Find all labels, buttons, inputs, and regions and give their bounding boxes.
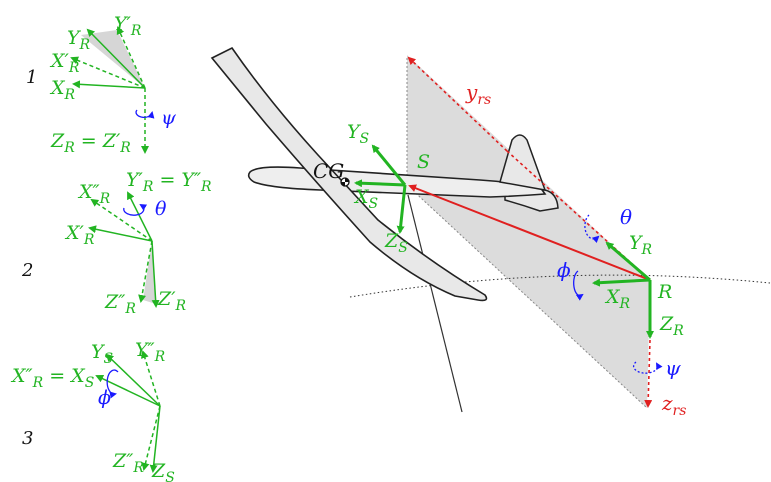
- cg-label: CG: [313, 159, 344, 183]
- step-2-yr-equation: Y′R = Y″R: [126, 169, 212, 195]
- z-rs-axis: [644, 339, 653, 408]
- plane-edge-bottom: [406, 184, 648, 409]
- step-1-zr-equation: ZR = Z′R: [50, 130, 131, 156]
- ys-axis-3: [105, 353, 161, 407]
- step-3-rotation: 3 YS Y″R X″R = XS ϕ Z″R ZS: [10, 339, 175, 482]
- step-1-xr-prime-label: X′R: [49, 50, 80, 76]
- psi-rotation-arrow: [135, 109, 155, 119]
- airplane: [210, 46, 559, 302]
- yr-axis: [86, 28, 146, 89]
- main-wing: [210, 46, 488, 302]
- step-2-zr-prime-label: Z′R: [157, 288, 187, 314]
- xr-main-label: XR: [604, 286, 631, 312]
- xr-prime-axis-2: [88, 225, 153, 242]
- y-rs-axis-lower: [506, 150, 651, 281]
- rs-vector: [408, 184, 651, 281]
- step-1-rotation: 1 YR Y′R X′R XR ψ ZR = Z′R: [26, 13, 177, 156]
- zs-label: ZS: [384, 230, 408, 256]
- xr-double-axis: [90, 198, 153, 242]
- horizon-arc: [349, 274, 771, 298]
- y-rs-axis: [407, 56, 508, 152]
- xs-axis: [354, 179, 406, 188]
- psi-label-main: ψ: [665, 356, 681, 380]
- zr-prime-axis: [151, 240, 160, 308]
- phi-rotation-arrow-3: [106, 369, 119, 399]
- zr-double-axis: [138, 240, 153, 303]
- theta-rotation-arrow: [123, 203, 148, 216]
- theta-rotation-arrow-main: [584, 214, 600, 243]
- step-1-shade: [81, 30, 145, 88]
- step-3-yr-double-label: Y″R: [135, 339, 166, 365]
- xr-axis: [72, 80, 146, 89]
- r-origin-label: R: [657, 281, 672, 303]
- step-2-theta-label: θ: [155, 198, 167, 220]
- vertical-fin: [499, 134, 547, 191]
- theta-label-main: θ: [620, 205, 632, 229]
- ys-axis: [371, 144, 407, 186]
- s-origin-label: S: [417, 151, 430, 173]
- yr-main-label: YR: [629, 232, 653, 258]
- y-rs-label: yrs: [465, 80, 491, 108]
- step-2-xr-prime-label: X′R: [64, 222, 95, 248]
- step-3-xr-equation: X″R = XS: [10, 365, 94, 391]
- phi-rotation-arrow-main: [573, 270, 584, 301]
- step-1-yr-label: YR: [67, 27, 91, 53]
- phi-label-main: ϕ: [557, 258, 571, 282]
- ys-label: YS: [347, 121, 369, 147]
- step-3-phi-label: ϕ: [98, 387, 111, 409]
- z-rs-label: zrs: [661, 391, 686, 419]
- step-1-yr-prime-label: Y′R: [114, 13, 142, 39]
- xr-main-axis: [592, 278, 651, 287]
- psi-rotation-arrow-main: [632, 361, 663, 374]
- yr-prime-axis: [116, 26, 146, 89]
- xs-label: XS: [353, 186, 378, 212]
- step-3-zs-label: ZS: [151, 460, 175, 482]
- cg-marker-fill: [341, 178, 349, 186]
- step-3-ys-label: YS: [91, 341, 113, 367]
- step-2-number: 2: [21, 260, 33, 281]
- step-1-psi-label: ψ: [161, 107, 177, 129]
- zr-main-label: ZR: [659, 313, 684, 339]
- step-3-zr-double-label: Z″R: [112, 450, 144, 476]
- step-1-xr-label: XR: [49, 77, 76, 103]
- step-2-zr-double-label: Z″R: [104, 291, 136, 317]
- xr-prime-axis: [70, 56, 146, 89]
- yr-double-axis: [127, 191, 153, 242]
- support-pole: [407, 194, 463, 413]
- main-scene: CG S YS XS ZS yrs zrs θ ϕ ψ YR XR R ZR: [210, 46, 771, 419]
- step-2-xr-double-label: X″R: [77, 181, 111, 207]
- yr-double-axis-3: [140, 350, 161, 407]
- zs-axis: [396, 184, 407, 234]
- zs-axis-3: [149, 405, 161, 473]
- step-2-rotation: 2 X″R Y′R = Y″R θ X′R Z″R Z′R: [21, 169, 212, 317]
- step-1-number: 1: [26, 67, 37, 88]
- step-3-number: 3: [22, 428, 33, 449]
- yr-main-axis: [605, 241, 651, 282]
- zr-double-axis-3: [141, 405, 161, 471]
